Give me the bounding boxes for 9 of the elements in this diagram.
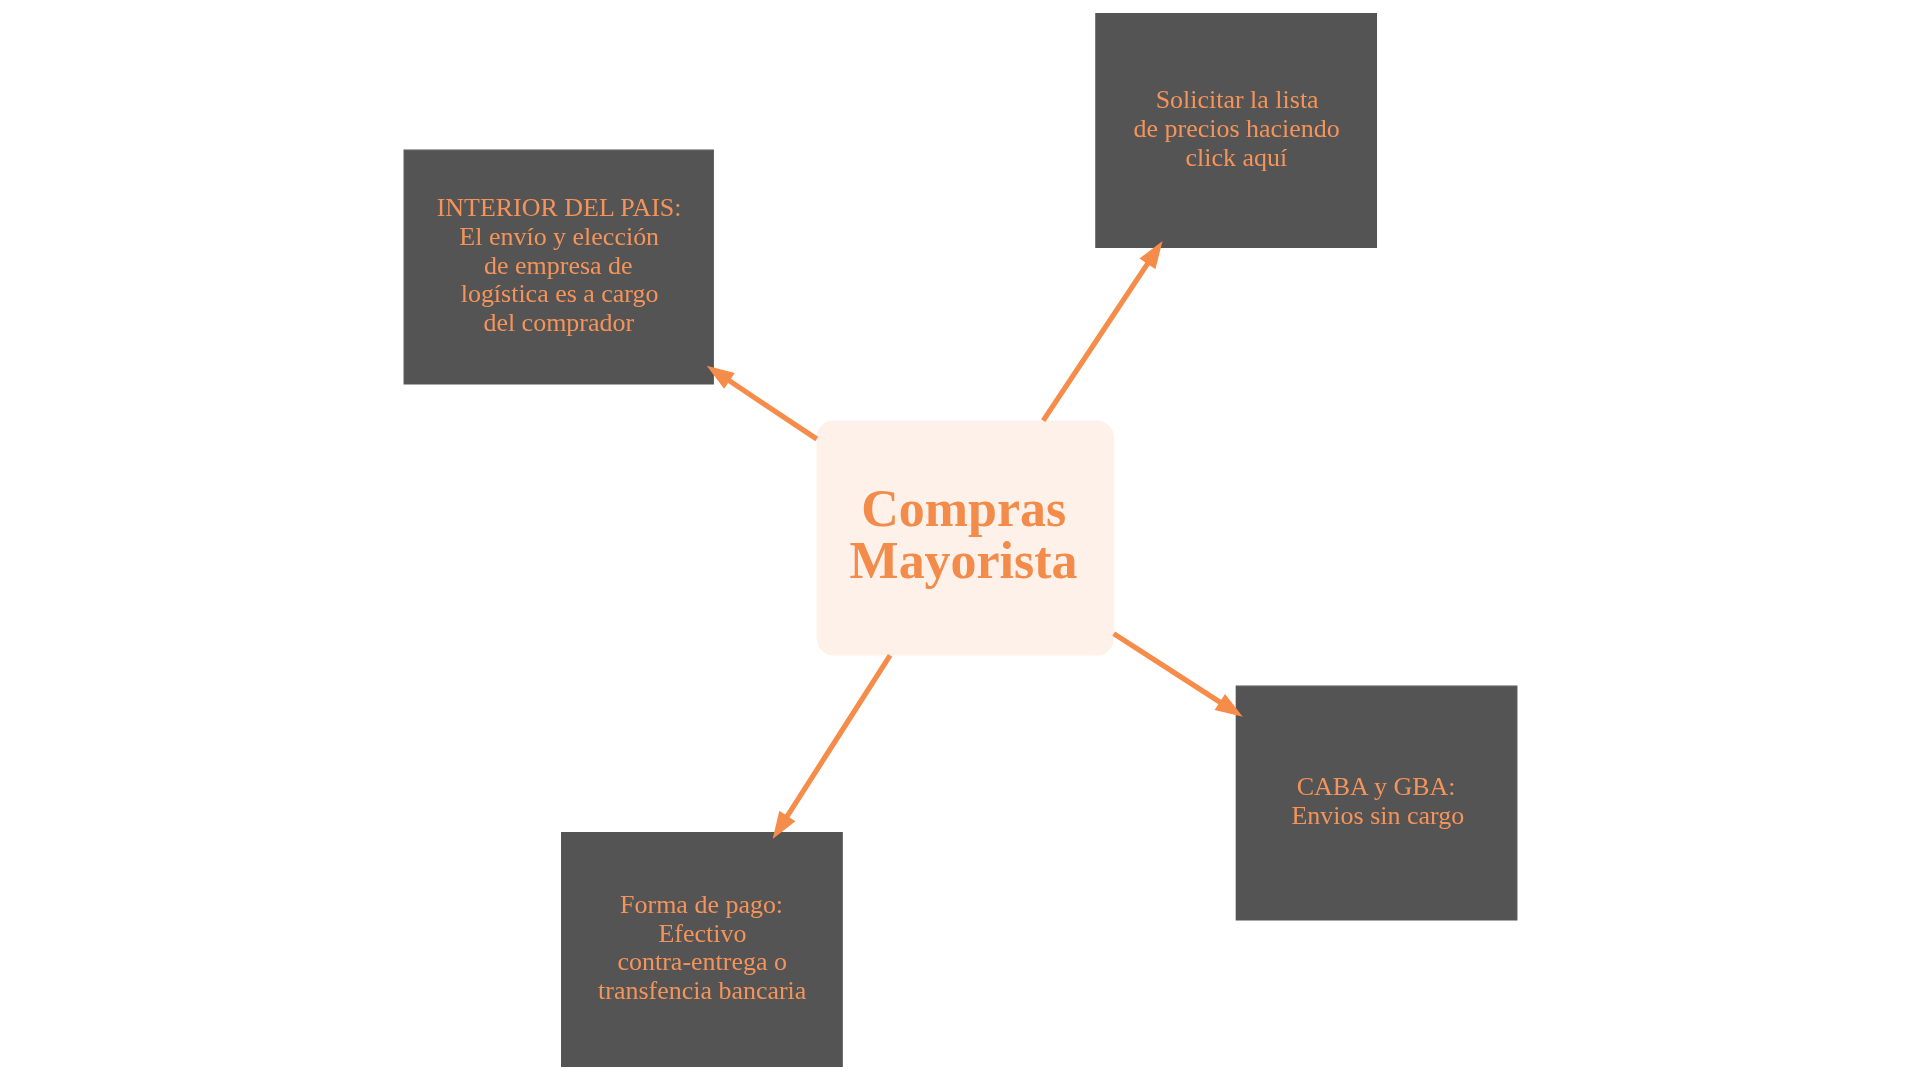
arrow: [772, 654, 892, 839]
arrow: [1040, 241, 1163, 423]
node-box: INTERIOR DEL PAIS: El envío y elección de empresa de logística es a cargo del comprador: [403, 149, 714, 385]
node-box: CABA y GBA: Envios sin cargo: [1235, 685, 1517, 921]
node-box: Compras Mayorista: [816, 420, 1114, 656]
arrow: [1111, 631, 1243, 717]
node-box: Forma de pago: Efectivo contra-entrega o transfencia bancaria: [560, 832, 843, 1068]
arrow: [706, 365, 818, 442]
node-box: Solicitar la lista de precios haciendo click aquí: [1094, 12, 1377, 248]
